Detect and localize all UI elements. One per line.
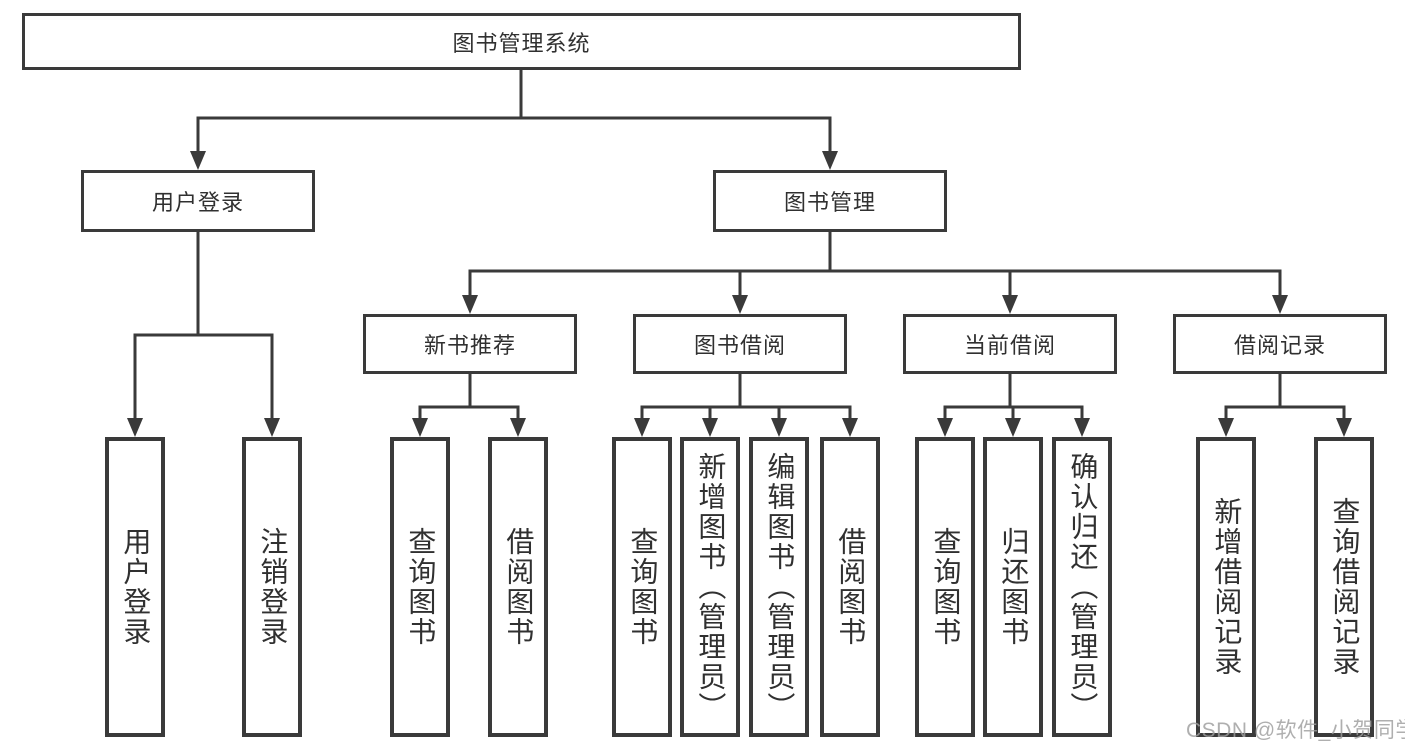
leaf-bb-query-books-label: 查询图书 bbox=[627, 527, 659, 647]
connector-paths bbox=[133, 70, 1346, 419]
leaf-bb-borrow-books-label: 借阅图书 bbox=[835, 527, 867, 647]
node-book-management: 图书管理 bbox=[713, 170, 947, 232]
leaf-nb-borrow-books-label: 借阅图书 bbox=[503, 527, 535, 647]
node-book-management-label: 图书管理 bbox=[783, 190, 876, 215]
node-new-book-recommend: 新书推荐 bbox=[363, 314, 577, 374]
leaf-user-login-label: 用户登录 bbox=[120, 527, 152, 647]
leaf-br-add-record: 新增借阅记录 bbox=[1196, 437, 1256, 737]
node-user-login: 用户登录 bbox=[81, 170, 315, 232]
leaf-br-query-record: 查询借阅记录 bbox=[1314, 437, 1374, 737]
connector-arrowheads bbox=[127, 151, 1352, 437]
leaf-bb-edit-books-label: 编辑图书（管理员） bbox=[764, 452, 796, 722]
leaf-cb-query-books: 查询图书 bbox=[915, 437, 975, 737]
node-book-borrowing-label: 图书借阅 bbox=[693, 333, 786, 358]
leaf-cb-return-books-label: 归还图书 bbox=[998, 527, 1030, 647]
leaf-bb-add-books-label: 新增图书（管理员） bbox=[695, 452, 727, 722]
leaf-nb-query-books: 查询图书 bbox=[390, 437, 450, 737]
node-borrow-records: 借阅记录 bbox=[1173, 314, 1387, 374]
node-root: 图书管理系统 bbox=[22, 13, 1021, 70]
node-new-book-recommend-label: 新书推荐 bbox=[423, 333, 516, 358]
node-book-borrowing: 图书借阅 bbox=[633, 314, 847, 374]
csdn-watermark: CSDN @软件_小贺同学 bbox=[1186, 719, 1405, 742]
leaf-cb-confirm-return-label: 确认归还（管理员） bbox=[1067, 452, 1099, 722]
leaf-br-add-record-label: 新增借阅记录 bbox=[1211, 497, 1243, 677]
leaf-logout-label: 注销登录 bbox=[257, 527, 289, 647]
leaf-bb-query-books: 查询图书 bbox=[612, 437, 672, 737]
leaf-cb-query-books-label: 查询图书 bbox=[930, 527, 962, 647]
leaf-bb-borrow-books: 借阅图书 bbox=[820, 437, 880, 737]
leaf-br-query-record-label: 查询借阅记录 bbox=[1329, 497, 1361, 677]
leaf-user-login: 用户登录 bbox=[105, 437, 165, 737]
leaf-logout: 注销登录 bbox=[242, 437, 302, 737]
node-user-login-label: 用户登录 bbox=[151, 190, 244, 215]
node-current-borrowing: 当前借阅 bbox=[903, 314, 1117, 374]
leaf-bb-add-books: 新增图书（管理员） bbox=[680, 437, 740, 737]
leaf-cb-confirm-return: 确认归还（管理员） bbox=[1052, 437, 1112, 737]
node-current-borrowing-label: 当前借阅 bbox=[963, 333, 1056, 358]
leaf-cb-return-books: 归还图书 bbox=[983, 437, 1043, 737]
leaf-nb-query-books-label: 查询图书 bbox=[405, 527, 437, 647]
leaf-nb-borrow-books: 借阅图书 bbox=[488, 437, 548, 737]
leaf-bb-edit-books: 编辑图书（管理员） bbox=[749, 437, 809, 737]
node-root-label: 图书管理系统 bbox=[452, 30, 591, 56]
node-borrow-records-label: 借阅记录 bbox=[1233, 333, 1326, 358]
